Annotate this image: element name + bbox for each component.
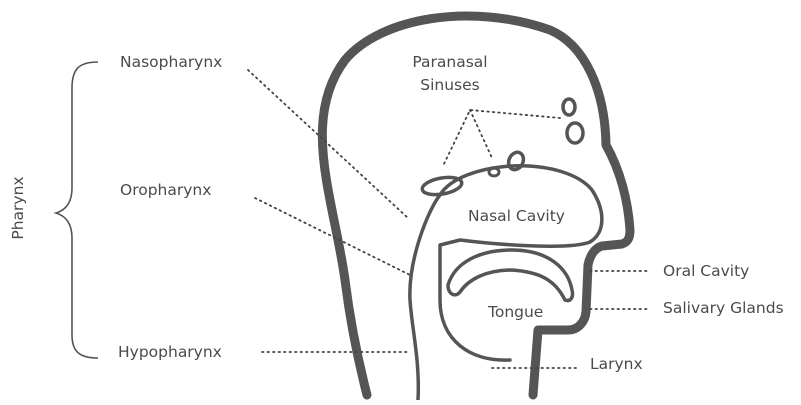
pharynx-label: Pharynx	[9, 176, 27, 239]
nasal-cavity-label: Nasal Cavity	[468, 209, 565, 225]
airway-outline	[410, 166, 602, 400]
tongue-outline	[448, 250, 573, 301]
hypopharynx-label: Hypopharynx	[118, 345, 222, 361]
leader-line-paranasal	[443, 110, 560, 166]
paranasal-sinuses-label-line1: Paranasal	[402, 55, 498, 71]
nasopharynx-label: Nasopharynx	[120, 55, 222, 71]
leader-line-paranasal-branch	[470, 110, 492, 158]
pharynx-brace	[56, 62, 98, 358]
oropharynx-label: Oropharynx	[120, 183, 211, 199]
sinus-shape	[563, 99, 575, 115]
head-outline	[322, 16, 630, 395]
oral-cavity-label: Oral Cavity	[663, 264, 749, 280]
sinus-shape	[421, 175, 463, 198]
paranasal-sinuses-label-line2: Sinuses	[402, 78, 498, 94]
sinus-shape	[506, 150, 526, 172]
sinus-shape	[567, 123, 583, 143]
larynx-label: Larynx	[590, 357, 643, 373]
tongue-label: Tongue	[488, 305, 543, 321]
sinus-shape	[489, 168, 499, 176]
salivary-glands-label: Salivary Glands	[663, 301, 784, 317]
